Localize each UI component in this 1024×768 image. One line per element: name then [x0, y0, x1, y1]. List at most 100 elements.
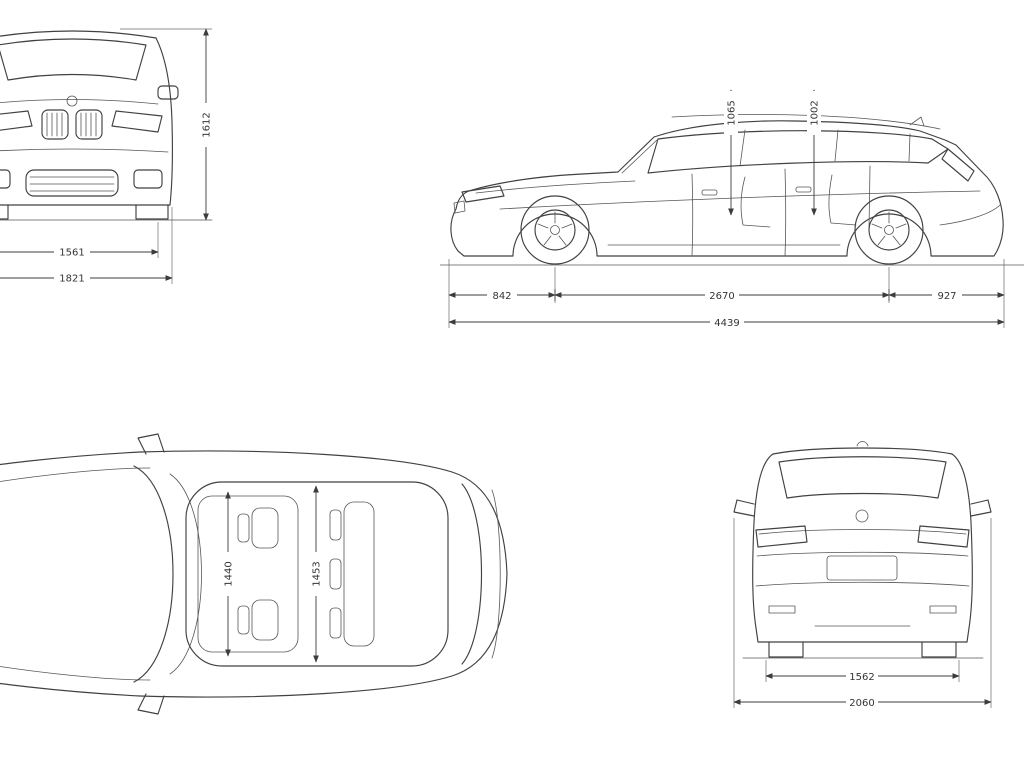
side-dimensions: 1065 1002 842 2670 927 4439 [448, 89, 1005, 329]
side-view-svg: 1065 1002 842 2670 927 4439 [440, 89, 1024, 329]
top-dimensions: 1440 1453 [221, 485, 323, 663]
side-rear-rim [868, 209, 910, 251]
front-view-svg: 1612 1561 1821 [0, 28, 213, 285]
rear-left-wheel [768, 641, 804, 658]
side-antenna-fin [909, 116, 925, 127]
side-view: 1065 1002 842 2670 927 4439 [440, 45, 1024, 345]
dim-track-label: 1561 [59, 248, 84, 259]
dim-rear-track-bg [846, 670, 878, 682]
rear-left-reflector [768, 605, 796, 614]
dim-height-label: 1612 [202, 112, 213, 137]
top-right-mirror [137, 693, 165, 715]
rear-window [778, 456, 947, 499]
dim-length-label: 4439 [714, 318, 739, 329]
front-lower-intake [25, 169, 119, 197]
rear-view: 1562 2060 [715, 430, 1020, 730]
rear-dimensions: 1562 2060 [733, 518, 992, 709]
front-dimensions: 1612 1561 1821 [0, 28, 213, 285]
dim-length-bg [710, 316, 744, 328]
dim-rear-overhang-label: 927 [937, 291, 956, 302]
side-rear-door-handle [795, 186, 812, 193]
dim-top-rear-bg [309, 552, 323, 596]
side-body-outline [450, 120, 1004, 257]
side-grille [453, 200, 466, 214]
rear-badge [855, 509, 869, 523]
front-left-headlight [0, 110, 33, 131]
front-kidney-left [41, 109, 69, 140]
dim-wheelbase-label: 2670 [709, 291, 734, 302]
side-front-tire [520, 195, 590, 265]
top-windshield-inner [169, 473, 202, 675]
car-rear-drawing [733, 441, 992, 659]
dim-mirror-width-label: 2060 [849, 698, 874, 709]
rear-left-taillight [755, 525, 808, 548]
dim-top-front-label: 1440 [224, 561, 235, 586]
rear-right-mirror [970, 499, 992, 517]
top-rear-seats [329, 501, 375, 647]
top-windshield-outer [133, 465, 174, 683]
side-rear-spokes [871, 211, 907, 246]
side-front-door-handle [701, 189, 718, 196]
rear-right-side [951, 453, 973, 643]
front-grille-bars [46, 112, 97, 137]
ext-mirror-width [733, 518, 992, 708]
front-right-foglight [133, 169, 163, 189]
top-left-mirror [137, 433, 165, 455]
dim-rear-track-label: 1562 [849, 672, 874, 683]
side-seats [740, 174, 857, 228]
side-front-spokes [537, 211, 573, 246]
side-rear-hub [884, 225, 894, 235]
front-left-foglight [0, 169, 11, 189]
dim-interior-rear-bg [807, 91, 821, 135]
dim-height-label-bg [199, 103, 213, 147]
car-front-drawing [0, 30, 213, 221]
front-kidney-right [75, 109, 103, 140]
front-hood-crease [0, 99, 159, 105]
dim-width-label-bg [54, 272, 90, 284]
rear-roof [772, 447, 953, 455]
top-tailgate-line [491, 489, 501, 659]
front-badge [66, 95, 78, 107]
dim-top-front-bg [221, 552, 235, 596]
car-side-drawing [440, 114, 1024, 266]
side-rear-bumper-crease [939, 204, 1001, 226]
front-intake-slats [29, 176, 115, 192]
front-windshield [0, 38, 147, 81]
top-view-svg: 1440 1453 [0, 433, 508, 715]
side-taillight [941, 148, 975, 182]
rear-bumper-top-line [755, 581, 970, 587]
side-windshield-line [621, 139, 658, 174]
rear-left-mirror [733, 499, 755, 517]
dim-interior-front-bg [724, 91, 738, 135]
top-view: 1440 1453 [0, 430, 520, 730]
side-glasshouse [647, 130, 949, 174]
top-front-seats [237, 507, 279, 641]
car-top-drawing [0, 433, 508, 715]
front-view: 1612 1561 1821 [0, 0, 230, 300]
top-hood-contours [0, 467, 151, 681]
front-right-wheel [135, 204, 169, 220]
dim-track-label-bg [54, 246, 90, 258]
front-right-side [155, 37, 173, 206]
dim-interior-front-label: 1065 [727, 100, 738, 125]
dim-rear-overhang-bg [932, 289, 962, 301]
front-right-headlight [111, 110, 163, 133]
side-rear-tire [854, 195, 924, 265]
front-bumper-line [0, 148, 169, 153]
rear-antenna-fin [856, 441, 869, 447]
top-roof-outline [185, 481, 449, 667]
rear-right-reflector [929, 605, 957, 614]
side-front-rim [534, 209, 576, 251]
side-pillars [739, 129, 911, 167]
rear-tailgate-creases [756, 529, 969, 557]
rear-view-svg: 1562 2060 [733, 441, 992, 709]
dim-interior-rear-label: 1002 [810, 100, 821, 125]
top-rear-window [461, 483, 482, 665]
front-roof [0, 30, 157, 39]
side-door-seams [691, 165, 871, 257]
top-sunroof [197, 495, 299, 653]
rear-right-taillight [917, 525, 970, 548]
rear-left-side [752, 453, 774, 643]
front-left-wheel [0, 204, 9, 220]
